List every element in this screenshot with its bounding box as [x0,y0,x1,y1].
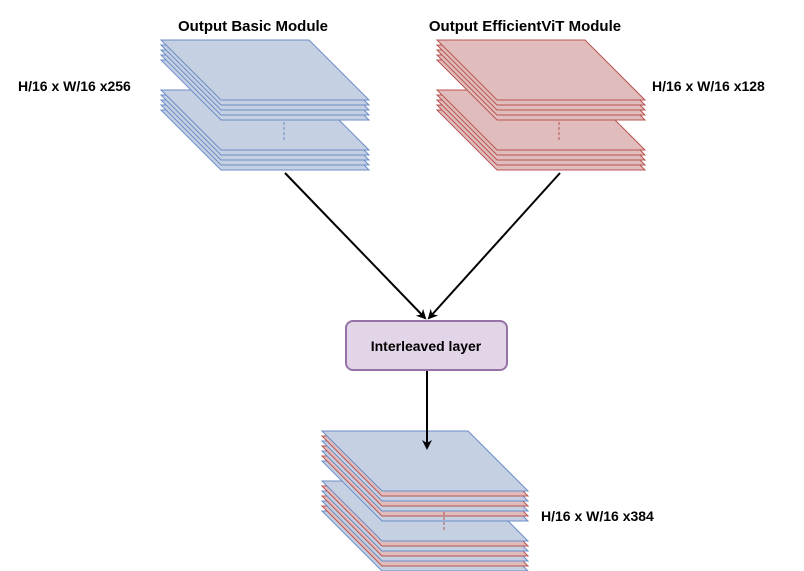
arrow-efficientvit-to-interleaved [427,172,561,320]
output-stack [320,430,530,571]
interleaved-layer-box [345,320,508,371]
basic-module-stack [159,39,371,171]
basic-module-dims: H/16 x W/16 x256 [18,78,131,94]
arrow-basic-to-interleaved [284,172,427,320]
layer-plate [159,39,371,101]
efficientvit-module-title: Output EfficientViT Module [429,18,621,35]
efficientvit-module-dims: H/16 x W/16 x128 [652,78,765,94]
layer-plate [320,430,530,492]
basic-module-title: Output Basic Module [178,18,328,35]
output-dims: H/16 x W/16 x384 [541,508,654,524]
efficientvit-module-stack [435,39,647,171]
layer-plate [435,39,647,101]
interleaved-layer-label: Interleaved layer [371,338,482,354]
